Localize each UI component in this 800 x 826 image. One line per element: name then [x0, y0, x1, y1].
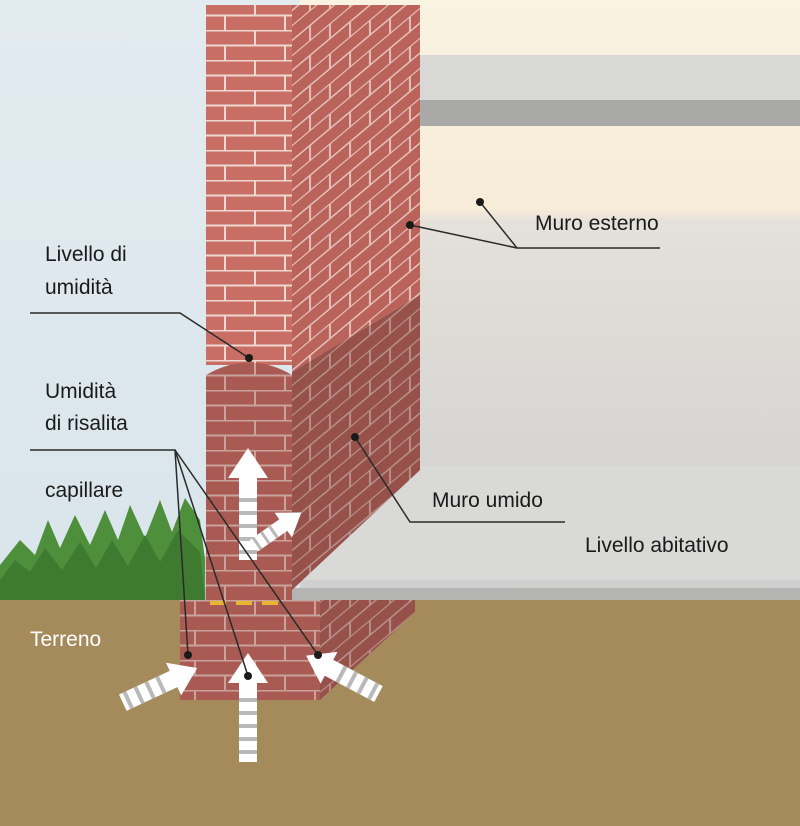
- arrow-up-icon: [228, 448, 268, 560]
- label-umidita-risalita-2: di risalita: [45, 412, 128, 435]
- label-livello-abitativo: Livello abitativo: [585, 534, 729, 557]
- label-muro-umido: Muro umido: [432, 489, 543, 512]
- arrow-upright-icon: [119, 662, 198, 711]
- label-terreno: Terreno: [30, 628, 102, 651]
- grass: [0, 498, 205, 600]
- leader-lines: [30, 201, 660, 677]
- wall-side-dry: [292, 5, 420, 372]
- label-livello-umidita-1: Livello di: [45, 243, 127, 266]
- wall-side-wet: [292, 295, 420, 590]
- soil: [0, 600, 800, 826]
- living-floor-slab: [290, 466, 800, 580]
- label-livello-umidita-2: umidità: [45, 276, 113, 299]
- arrow-upleft-icon: [306, 651, 383, 703]
- label-umidita-risalita-1: Umidità: [45, 380, 117, 403]
- arrow-up-right-icon: [249, 512, 302, 552]
- arrow-up-ground-icon: [228, 653, 268, 762]
- label-muro-esterno: Muro esterno: [535, 212, 659, 235]
- wall-front-dry: [206, 5, 292, 365]
- label-umidita-risalita-3: capillare: [45, 479, 124, 502]
- leader-dots: [184, 198, 484, 680]
